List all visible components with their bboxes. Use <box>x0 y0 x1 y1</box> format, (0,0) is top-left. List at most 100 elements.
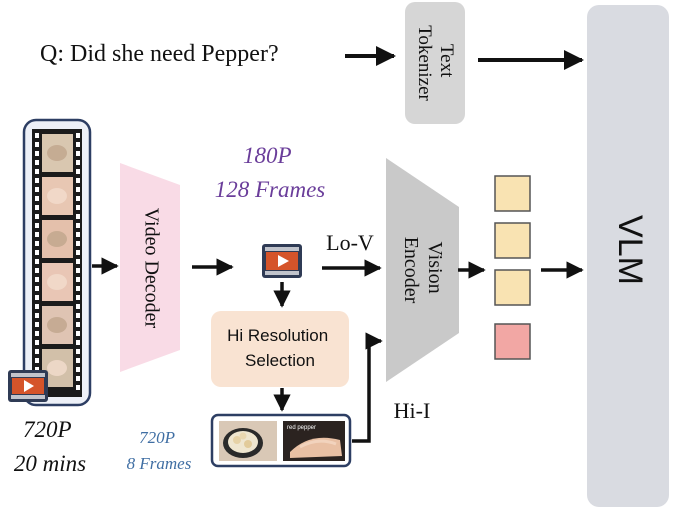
thumbnail-red-pepper: red pepper <box>283 421 345 461</box>
film-perforation <box>76 376 80 381</box>
film-perforation <box>76 151 80 156</box>
film-perforation <box>35 223 39 228</box>
film-perforation <box>76 205 80 210</box>
film-frame-content <box>47 360 67 376</box>
token-square-icon <box>494 323 531 360</box>
film-perforation <box>35 187 39 192</box>
film-frame-content <box>47 274 67 290</box>
source-resolution: 720P <box>23 417 72 442</box>
thumbnail-frying-pan <box>219 421 277 461</box>
text-tokenizer-line2: Tokenizer <box>414 25 435 101</box>
film-perforation <box>76 142 80 147</box>
token-square-icon <box>494 222 531 259</box>
video-decoder-shape <box>120 163 180 372</box>
video-play-icon <box>262 244 302 278</box>
hi-res-selection-line2: Selection <box>245 351 315 370</box>
svg-text:720P 8 Frames: 720P 8 Frames <box>127 428 192 473</box>
film-perforation <box>35 349 39 354</box>
film-perforation <box>76 340 80 345</box>
lo-v-label: Lo-V <box>326 230 374 255</box>
film-perforation <box>76 286 80 291</box>
film-perforation <box>76 313 80 318</box>
film-perforation <box>35 259 39 264</box>
film-perforation <box>76 277 80 282</box>
token-square-icon <box>494 175 531 212</box>
film-perforation <box>76 259 80 264</box>
film-perforation <box>76 385 80 390</box>
film-perforation <box>76 295 80 300</box>
hi-res-selection-box <box>211 311 349 387</box>
film-perforation <box>35 178 39 183</box>
film-perforation <box>35 367 39 372</box>
thumbnail-caption: red pepper <box>287 425 316 431</box>
vision-encoder-shape <box>386 158 459 382</box>
film-perforation <box>76 349 80 354</box>
film-perforation <box>35 340 39 345</box>
svg-text:180P 128 Frames: 180P 128 Frames <box>215 143 326 202</box>
film-frame-content <box>47 188 67 204</box>
text-tokenizer-box <box>405 2 465 124</box>
film-perforation <box>35 295 39 300</box>
lowres-frames: 128 Frames <box>215 177 326 202</box>
film-perforation <box>76 196 80 201</box>
film-perforation <box>76 178 80 183</box>
hires-resolution: 720P <box>139 428 175 447</box>
film-perforation <box>35 250 39 255</box>
svg-text:Vision Encoder: Vision Encoder <box>400 237 446 304</box>
film-perforation <box>76 223 80 228</box>
film-perforation <box>35 160 39 165</box>
hi-i-arrow <box>352 332 383 443</box>
film-frame-content <box>47 231 67 247</box>
film-perforation <box>76 322 80 327</box>
lowres-resolution: 180P <box>243 143 292 168</box>
vision-encoder-line2: Encoder <box>400 237 422 304</box>
film-perforation <box>35 133 39 138</box>
film-perforation <box>76 169 80 174</box>
film-perforation <box>35 241 39 246</box>
film-perforation <box>76 241 80 246</box>
hi-i-label: Hi-I <box>394 398 431 423</box>
film-perforation <box>76 187 80 192</box>
film-perforation <box>76 268 80 273</box>
film-perforation <box>35 268 39 273</box>
film-perforation <box>35 313 39 318</box>
video-decoder-label: Video Decoder <box>140 208 162 329</box>
film-perforation <box>76 214 80 219</box>
vision-encoder-line1: Vision <box>424 241 446 293</box>
film-perforation <box>35 169 39 174</box>
video-play-icon <box>8 370 48 402</box>
svg-text:720P 20 mins: 720P 20 mins <box>14 417 86 476</box>
film-perforation <box>35 286 39 291</box>
hires-frames-panel: red pepper <box>210 413 352 468</box>
hi-res-selection-line1: Hi Resolution <box>227 326 328 345</box>
film-perforation <box>35 151 39 156</box>
film-perforation <box>76 358 80 363</box>
film-perforation <box>76 250 80 255</box>
film-perforation <box>35 331 39 336</box>
film-perforation <box>35 322 39 327</box>
vlm-label: VLM <box>611 215 649 285</box>
question-text: Q: Did she need Pepper? <box>40 41 279 67</box>
film-perforation <box>35 304 39 309</box>
film-perforation <box>35 358 39 363</box>
text-tokenizer-line1: Text <box>436 44 457 78</box>
film-frame-content <box>47 317 67 333</box>
film-perforation <box>76 367 80 372</box>
film-perforation <box>35 142 39 147</box>
hires-frames: 8 Frames <box>127 454 192 473</box>
token-square-icon <box>494 269 531 306</box>
film-perforation <box>35 232 39 237</box>
svg-text:Text Tokenizer: Text Tokenizer <box>414 25 457 101</box>
film-perforation <box>35 196 39 201</box>
source-duration: 20 mins <box>14 451 86 476</box>
film-strip-icon <box>22 118 92 407</box>
vlm-panel <box>587 5 669 507</box>
svg-text:Hi Resolution Selection: Hi Resolution Selection <box>227 326 333 370</box>
film-perforation <box>76 232 80 237</box>
film-perforation <box>76 160 80 165</box>
film-perforation <box>76 304 80 309</box>
film-perforation <box>35 277 39 282</box>
film-perforation <box>76 133 80 138</box>
film-perforation <box>35 214 39 219</box>
